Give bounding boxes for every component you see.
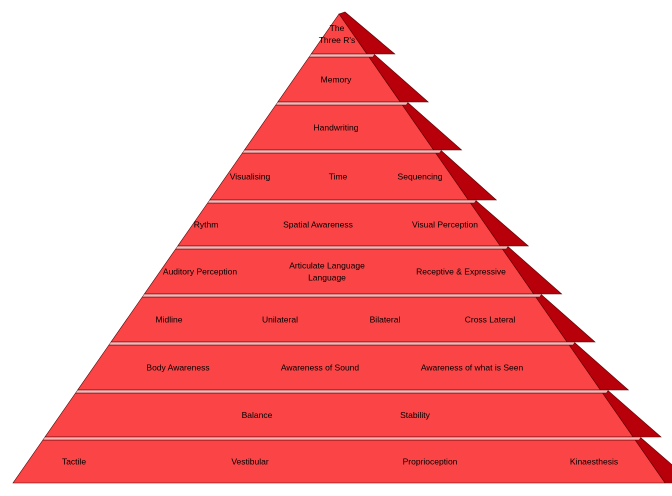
tier-label: Stability: [400, 410, 431, 420]
tier-top-edge: [108, 341, 576, 346]
tier-label: Body Awareness: [146, 363, 209, 373]
tier-label-line: Midline: [156, 315, 183, 325]
tier-label: Handwriting: [314, 123, 359, 133]
tier-top-edge: [241, 149, 443, 154]
tier-label-line: Memory: [321, 75, 352, 85]
tier-label: Spatial Awareness: [283, 220, 353, 230]
tier-label-line: Visual Perception: [412, 220, 478, 230]
tier-top-edge: [207, 199, 477, 204]
tier-label-line: Vestibular: [231, 457, 268, 467]
tier-label: Midline: [156, 315, 183, 325]
tier-label: Awareness of what is Seen: [421, 363, 524, 373]
tier-label-line: Visualising: [230, 172, 271, 182]
tier-label: Auditory Perception: [163, 267, 237, 277]
tier-label: Receptive & Expressive: [416, 267, 506, 277]
tier-label-line: Kinaesthesis: [570, 457, 618, 467]
tier-top-edge: [175, 245, 509, 250]
pyramid-tier-9: Balance Stability: [44, 389, 662, 438]
tier-label-line: Sequencing: [398, 172, 443, 182]
tier-label: Memory: [321, 75, 352, 85]
tier-top-edge: [275, 101, 409, 106]
tier-label-line: Spatial Awareness: [283, 220, 353, 230]
tier-top-edge: [308, 53, 376, 58]
tier-label-line: The: [330, 23, 345, 33]
tier-label-line: Awareness of what is Seen: [421, 363, 524, 373]
pyramid-tier-8: Body Awareness Awareness of Sound Awarenes…: [77, 341, 630, 391]
tier-label: Balance: [242, 410, 273, 420]
tier-label: Visualising: [230, 172, 271, 182]
tier-label-line: Rythm: [194, 220, 219, 230]
pyramid-tier-10: Tactile Vestibular Proprioception Kinaesthe…: [12, 436, 672, 484]
tier-label: Awareness of Sound: [281, 363, 360, 373]
tier-label: Unilateral: [262, 315, 298, 325]
tier-label: Visual Perception: [412, 220, 478, 230]
tier-label-line: Body Awareness: [146, 363, 209, 373]
tier-top-edge: [42, 436, 642, 441]
pyramid-tier-5: Rythm Spatial Awareness Visual Perception: [177, 199, 530, 247]
tier-label: Rythm: [194, 220, 219, 230]
pyramid-tier-7: Midline Unilateral Bilateral Cross Lateral: [110, 293, 596, 343]
tier-label: Bilateral: [370, 315, 401, 325]
pyramid-tier-2: Memory: [277, 53, 429, 103]
tier-label: Cross Lateral: [465, 315, 516, 325]
tier-label-line: Balance: [242, 410, 273, 420]
tier-label-line: Articulate Language: [289, 261, 365, 271]
tier-top-edge: [75, 389, 609, 394]
tier-front-face: [44, 392, 634, 438]
tier-label-line: Proprioception: [403, 457, 458, 467]
tier-label: Tactile: [62, 457, 86, 467]
tier-label-line: Stability: [400, 410, 431, 420]
pyramid-tier-3: Handwriting: [243, 101, 463, 151]
tier-label: Vestibular: [231, 457, 268, 467]
tier-label-line: Unilateral: [262, 315, 298, 325]
tier-label: Kinaesthesis: [570, 457, 618, 467]
tier-label-line: Tactile: [62, 457, 86, 467]
tier-label: Time: [329, 172, 348, 182]
tier-front-face: [12, 439, 666, 484]
tier-label-line: Receptive & Expressive: [416, 267, 506, 277]
tier-label: Sequencing: [398, 172, 443, 182]
tier-label-line: Time: [329, 172, 348, 182]
tier-label-line: Auditory Perception: [163, 267, 237, 277]
pyramid-tier-4: Visualising Time Sequencing: [209, 149, 498, 201]
tier-label-line: Cross Lateral: [465, 315, 516, 325]
tier-label-line: Awareness of Sound: [281, 363, 360, 373]
tier-label-line: Language: [308, 273, 346, 283]
tier-top-edge: [141, 293, 543, 298]
tier-label: Proprioception: [403, 457, 458, 467]
tier-label-line: Handwriting: [314, 123, 359, 133]
tier-label-line: Bilateral: [370, 315, 401, 325]
tier-label-line: Three R's: [319, 35, 356, 45]
